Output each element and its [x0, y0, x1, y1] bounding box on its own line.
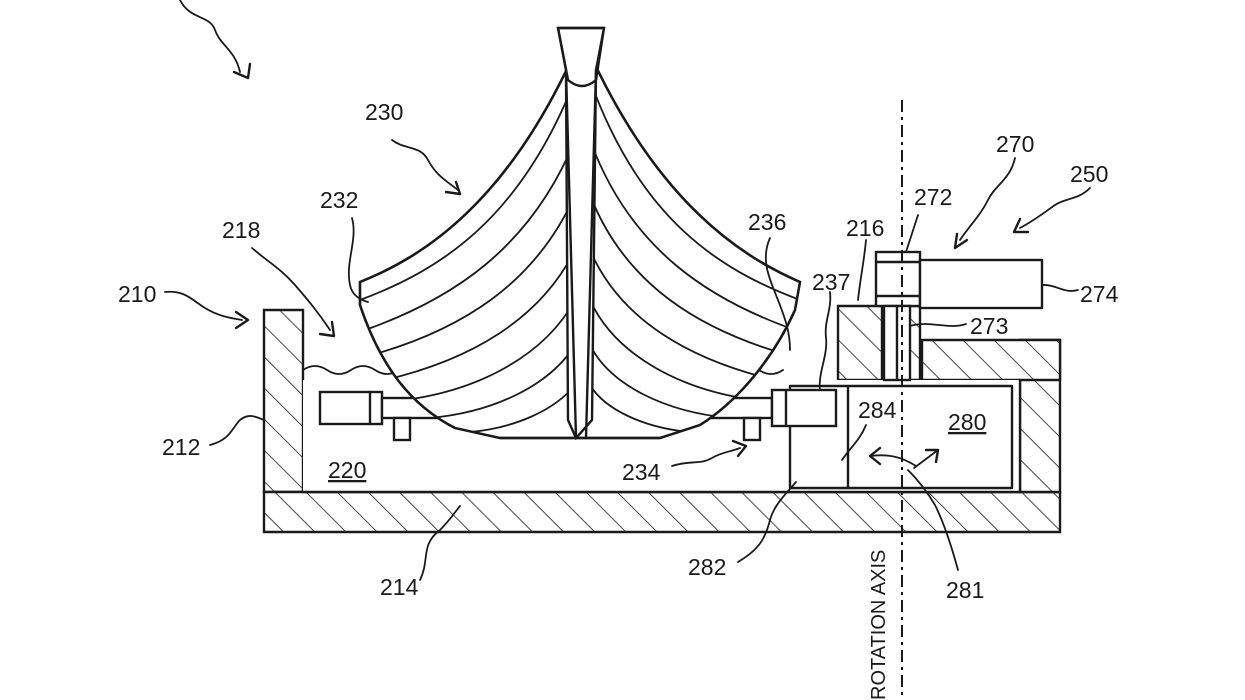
label-220: 220 [328, 457, 366, 483]
right-foot [744, 418, 760, 440]
label-273: 273 [970, 313, 1008, 339]
label-270: 270 [996, 131, 1034, 157]
tank-left-wall [264, 310, 303, 492]
housing-left-block [838, 306, 882, 380]
actuator-body [920, 260, 1042, 308]
tank-bottom [264, 492, 1060, 532]
left-foot [394, 418, 410, 440]
label-210: 210 [118, 281, 156, 307]
label-282: 282 [688, 554, 726, 580]
label-214: 214 [380, 574, 419, 600]
housing-top [922, 340, 1060, 380]
left-roller [320, 392, 382, 424]
label-236: 236 [748, 209, 786, 235]
label-218: 218 [222, 217, 260, 243]
label-284: 284 [858, 397, 897, 423]
label-230: 230 [365, 99, 403, 125]
label-212: 212 [162, 434, 200, 460]
label-280: 280 [948, 409, 986, 435]
label-272: 272 [914, 184, 952, 210]
actuator-head [876, 252, 920, 306]
right-roller [772, 390, 836, 426]
rotation-axis-label: ROTATION AXIS [868, 550, 890, 700]
label-250: 250 [1070, 161, 1108, 187]
label-232: 232 [320, 187, 358, 213]
label-237: 237 [812, 269, 850, 295]
label-274: 274 [1080, 281, 1119, 307]
label-216: 216 [846, 215, 884, 241]
label-234: 234 [622, 459, 661, 485]
label-281: 281 [946, 577, 984, 603]
boat-hull [360, 28, 800, 438]
